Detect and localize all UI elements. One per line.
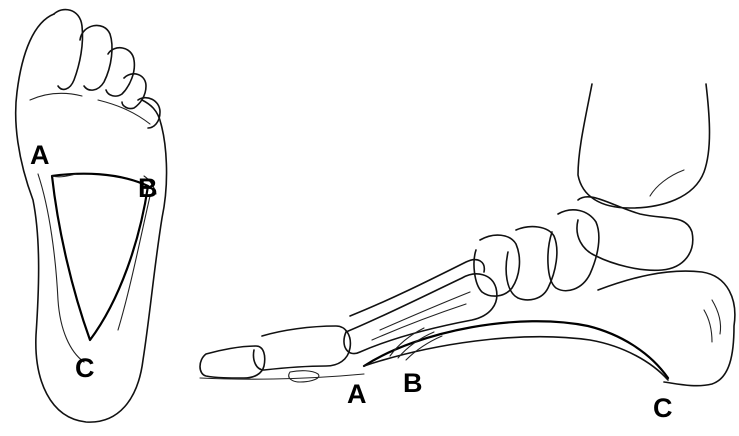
sole-triangle (52, 174, 148, 340)
outer-sole-contour (118, 196, 150, 330)
proximal-phalanx (253, 326, 350, 370)
side-label-a: A (347, 379, 367, 409)
second-metatarsal (350, 260, 484, 316)
side-view: A B C (200, 84, 735, 423)
calcaneus (598, 271, 735, 386)
metatarsal-shaft-lines (372, 292, 470, 340)
ball-crease-2 (98, 100, 150, 124)
sole-label-a: A (30, 140, 50, 170)
sesamoid-bones (289, 371, 319, 382)
tibia (578, 84, 710, 208)
toe-ground-line (200, 374, 364, 379)
tibia-malleolus (650, 170, 684, 196)
side-label-b: B (403, 368, 423, 398)
navicular (548, 210, 599, 291)
side-label-c: C (653, 393, 673, 423)
sole-label-b: B (138, 173, 158, 203)
sole-view: A B C (16, 10, 167, 423)
big-toe (54, 10, 83, 90)
fourth-toe (122, 74, 146, 109)
third-toe (106, 48, 134, 96)
medial-cuneiform (506, 227, 557, 300)
intermediate-cuneiform (474, 235, 519, 296)
sole-label-c: C (75, 353, 95, 383)
ball-crease (30, 93, 82, 100)
second-toe (80, 25, 112, 90)
calcaneus-hatching (704, 300, 721, 342)
inner-sole-contour (38, 174, 84, 362)
